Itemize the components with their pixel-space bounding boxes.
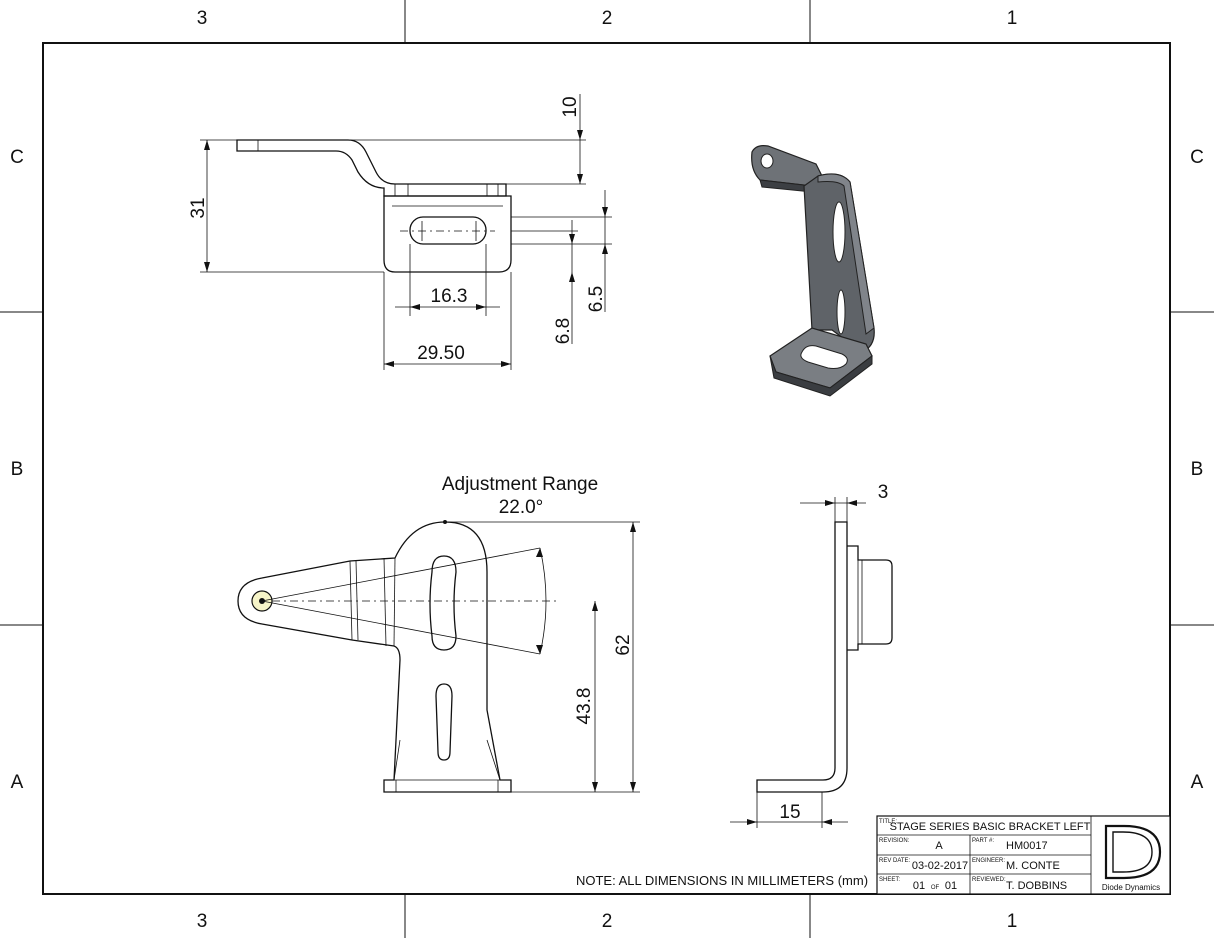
zone-row-right-a: A	[1191, 772, 1204, 793]
dim-base-width: 29.50	[417, 343, 465, 364]
zone-row-right-c: C	[1190, 147, 1204, 168]
zone-row-left-c: C	[10, 147, 24, 168]
sheet-of: OF	[931, 885, 940, 891]
title-block: TITLE: STAGE SERIES BASIC BRACKET LEFT R…	[876, 815, 1171, 895]
side-view-outline	[756, 521, 893, 793]
reviewed-value: T. DOBBINS	[1006, 880, 1067, 892]
zone-labels: 3 2 1 3 2 1 C B A C B A	[10, 8, 1204, 932]
part-value: HM0017	[1006, 840, 1048, 852]
top-view-dimension-lines	[200, 94, 612, 370]
rev-date-value: 03-02-2017	[912, 860, 968, 872]
dim-slot-height: 6.5	[586, 286, 607, 312]
revision-label: REVISION:	[879, 838, 910, 844]
dim-side-thickness: 3	[878, 482, 889, 503]
zone-col-top-2: 2	[602, 8, 613, 29]
title-value: STAGE SERIES BASIC BRACKET LEFT	[890, 821, 1091, 833]
zone-col-bottom-2: 2	[602, 911, 613, 932]
drawing-border	[42, 42, 1171, 895]
rev-date-label: REV DATE:	[879, 858, 911, 864]
front-view: Adjustment Range 22.0° 62 43.8	[237, 474, 640, 793]
dim-slot-spacing: 16.3	[431, 286, 468, 307]
dim-slot-offset: 6.8	[553, 318, 574, 344]
zone-row-left-b: B	[11, 459, 24, 480]
sheet-number: 01	[913, 880, 925, 892]
front-view-dimension-lines	[445, 521, 640, 793]
top-view: 31 10 16.3 6.5 6.8 29.50	[188, 94, 612, 370]
side-view: 3 15	[730, 482, 893, 828]
dim-top-offset-10: 10	[560, 96, 581, 117]
engineer-value: M. CONTE	[1006, 860, 1060, 872]
units-note: NOTE: ALL DIMENSIONS IN MILLIMETERS (mm)	[576, 873, 868, 888]
zone-row-right-b: B	[1191, 459, 1204, 480]
dim-side-foot-length: 15	[779, 802, 800, 823]
zone-col-top-1: 1	[1007, 8, 1018, 29]
revision-value: A	[935, 840, 943, 852]
dim-adjustment-angle: 22.0°	[499, 497, 544, 518]
part-label: PART #:	[972, 838, 994, 844]
zone-col-bottom-3: 3	[197, 911, 208, 932]
front-view-outline	[237, 520, 560, 793]
zone-row-left-a: A	[11, 772, 24, 793]
engineer-label: ENGINEER:	[972, 858, 1005, 864]
zone-col-bottom-1: 1	[1007, 911, 1018, 932]
company-name: Diode Dynamics	[1102, 883, 1160, 892]
company-logo: Diode Dynamics	[1102, 824, 1162, 892]
isometric-view	[751, 145, 875, 397]
title-label: TITLE:	[879, 819, 897, 825]
top-view-outline	[236, 139, 512, 273]
dim-pivot-height: 43.8	[574, 688, 595, 725]
side-view-dimension-lines	[730, 497, 866, 828]
reviewed-label: REVIEWED:	[972, 877, 1006, 883]
sheet-label: SHEET:	[879, 877, 900, 883]
dim-front-height-62: 62	[613, 634, 634, 655]
adjustment-range-caption: Adjustment Range	[442, 474, 598, 495]
zone-col-top-3: 3	[197, 8, 208, 29]
dim-top-height-31: 31	[188, 197, 209, 218]
sheet-total: 01	[945, 880, 957, 892]
